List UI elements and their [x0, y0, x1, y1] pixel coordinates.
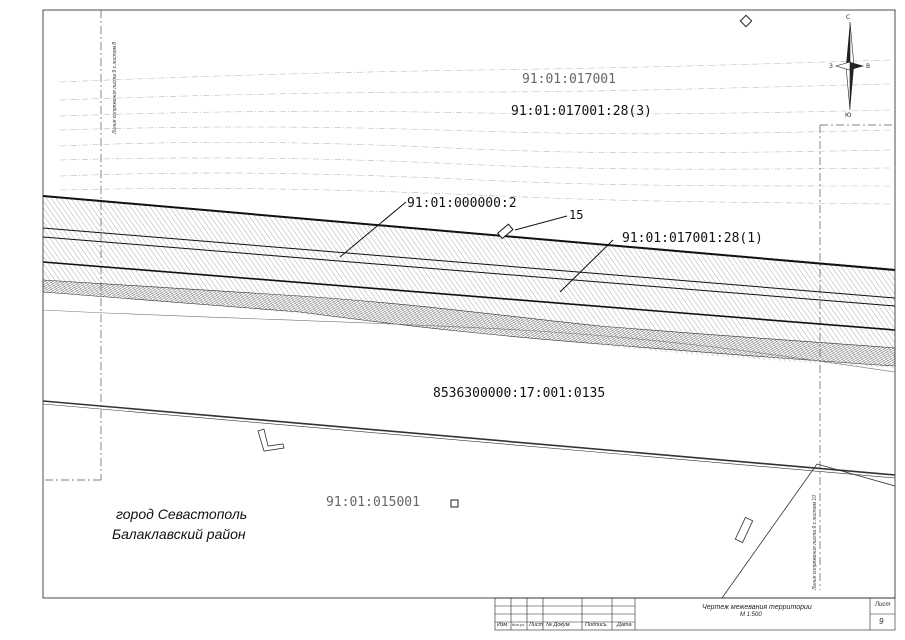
- building-symbol: [257, 428, 285, 452]
- drawing-scale: М 1:500: [740, 612, 762, 618]
- lower-right-line: [721, 463, 818, 599]
- right-match-note: Линия сопряжения листа 9 с листом 10: [812, 495, 818, 590]
- tb-col-list: Лист: [529, 622, 544, 628]
- road-boundary-lines: [42, 195, 896, 331]
- quarter-north-label: 91:01:017001: [522, 72, 616, 87]
- corridor-lower-edge: [42, 309, 896, 373]
- city-label: город Севастополь: [116, 506, 248, 522]
- left-match-note: Линия сопряжения листа 9 с листом 8: [112, 41, 118, 134]
- drawing-title: Чертеж межевания территории: [702, 604, 812, 611]
- lower-right-line-2: [816, 463, 896, 487]
- parcel-north-label: 91:01:017001:28(3): [511, 104, 652, 119]
- title-block: [494, 597, 896, 631]
- sheet-label: Лист: [875, 602, 891, 608]
- parcel-south-label: 8536300000:17:001:0135: [433, 386, 606, 401]
- contour-lines: [59, 59, 891, 205]
- tb-col-izm: Изм.: [497, 622, 509, 628]
- district-label: Балаклавский район: [112, 526, 246, 542]
- point-marker: [497, 223, 514, 240]
- point-number-label: 15: [569, 208, 584, 222]
- tb-col-doc: № Докум.: [546, 622, 572, 628]
- small-square-marker: [450, 499, 459, 508]
- compass-east-label: В: [866, 63, 871, 70]
- compass-west-label: З: [829, 63, 833, 70]
- parcel-strip-label: 91:01:017001:28(1): [622, 231, 763, 246]
- tb-col-date: Дата: [617, 622, 632, 628]
- leader-lines: [339, 201, 614, 293]
- parcel-road-label: 91:01:000000:2: [407, 196, 517, 211]
- south-boundary: [42, 400, 896, 479]
- diamond-marker: [739, 14, 753, 28]
- sheet-number: 9: [879, 617, 884, 626]
- road-corridor-hatch: [43, 196, 895, 368]
- compass-north-label: С: [846, 14, 851, 21]
- compass-south-label: Ю: [845, 112, 852, 119]
- compass-rose-icon: [834, 21, 864, 111]
- quarter-south-label: 91:01:015001: [326, 495, 420, 510]
- tb-col-sign: Подпись: [585, 622, 607, 628]
- embankment-band: [42, 279, 896, 367]
- building-rect: [734, 516, 754, 544]
- tb-col-kol: Кол.уч.: [512, 622, 526, 627]
